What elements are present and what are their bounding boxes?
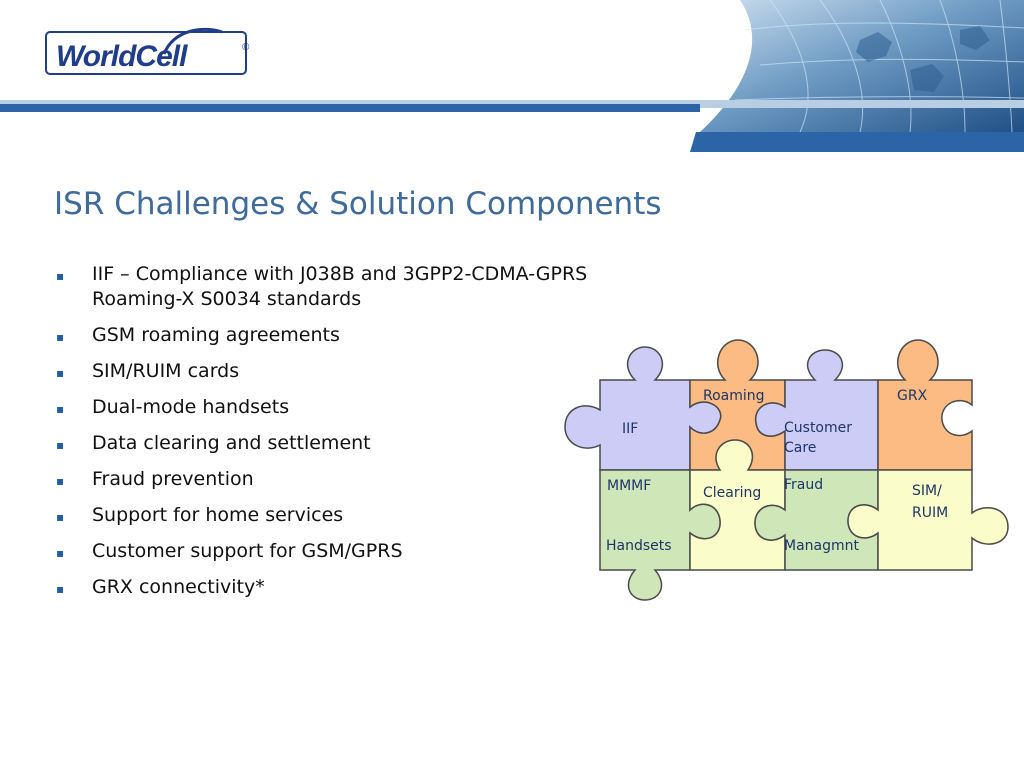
bullet-list: ▪ IIF – Compliance with J038B and 3GPP2-… (56, 262, 736, 611)
puzzle-label-managmnt: Managmnt (784, 538, 860, 554)
logo-text: WorldCell (56, 40, 187, 73)
puzzle-label-roaming: Roaming (703, 388, 765, 404)
bullet-text: SIM/RUIM cards (92, 360, 240, 382)
square-bullet-icon: ▪ (56, 330, 65, 344)
puzzle-label-grx: GRX (897, 388, 928, 404)
list-item: ▪ Support for home services (56, 503, 736, 528)
list-item: ▪ Fraud prevention (56, 467, 736, 492)
puzzle-diagram: Roaming GRX IIF Customer Care MMMF Clear… (564, 339, 1009, 601)
square-bullet-icon: ▪ (56, 546, 65, 560)
puzzle-label-fraud: Fraud (784, 477, 823, 493)
bullet-text: Support for home services (92, 504, 344, 526)
bullet-text: Dual-mode handsets (92, 396, 290, 418)
list-item: ▪ Data clearing and settlement (56, 431, 736, 456)
bullet-text: GRX connectivity* (92, 576, 265, 598)
puzzle-piece-sim-ruim (847, 469, 1009, 571)
list-item: ▪ Dual-mode handsets (56, 395, 736, 420)
bullet-text-continued: Roaming-X S0034 standards (92, 288, 362, 310)
puzzle-label-customer-care-1: Customer (784, 420, 852, 436)
bullet-text: Data clearing and settlement (92, 432, 371, 454)
header-stripe (0, 104, 700, 112)
puzzle-label-sim-ruim-2: RUIM (912, 505, 948, 521)
list-item: ▪ GSM roaming agreements (56, 323, 736, 348)
header-band (0, 0, 1024, 152)
square-bullet-icon: ▪ (56, 474, 65, 488)
bullet-text: Customer support for GSM/GPRS (92, 540, 403, 562)
square-bullet-icon: ▪ (56, 402, 65, 416)
square-bullet-icon: ▪ (56, 269, 65, 283)
bullet-text: IIF – Compliance with J038B and 3GPP2-CD… (92, 263, 588, 285)
square-bullet-icon: ▪ (56, 366, 65, 380)
puzzle-piece-grx (877, 339, 973, 471)
puzzle-label-iif: IIF (622, 421, 638, 437)
puzzle-label-sim-ruim-1: SIM/ (912, 483, 942, 499)
square-bullet-icon: ▪ (56, 582, 65, 596)
slide-title: ISR Challenges & Solution Components (54, 186, 662, 222)
list-item: ▪ Customer support for GSM/GPRS (56, 539, 736, 564)
list-item: ▪ GRX connectivity* (56, 575, 736, 600)
square-bullet-icon: ▪ (56, 510, 65, 524)
bullet-text: GSM roaming agreements (92, 324, 340, 346)
puzzle-label-mmmf: MMMF (607, 478, 651, 494)
logo-registered-mark: ® (242, 42, 250, 53)
globe-map-graphic (700, 0, 1024, 132)
square-bullet-icon: ▪ (56, 438, 65, 452)
worldcell-logo (45, 27, 247, 75)
puzzle-label-clearing: Clearing (703, 485, 761, 501)
list-item: ▪ SIM/RUIM cards (56, 359, 736, 384)
puzzle-label-customer-care-2: Care (784, 440, 816, 456)
list-item: ▪ IIF – Compliance with J038B and 3GPP2-… (56, 262, 736, 312)
bullet-text: Fraud prevention (92, 468, 254, 490)
puzzle-label-handsets: Handsets (606, 538, 672, 554)
